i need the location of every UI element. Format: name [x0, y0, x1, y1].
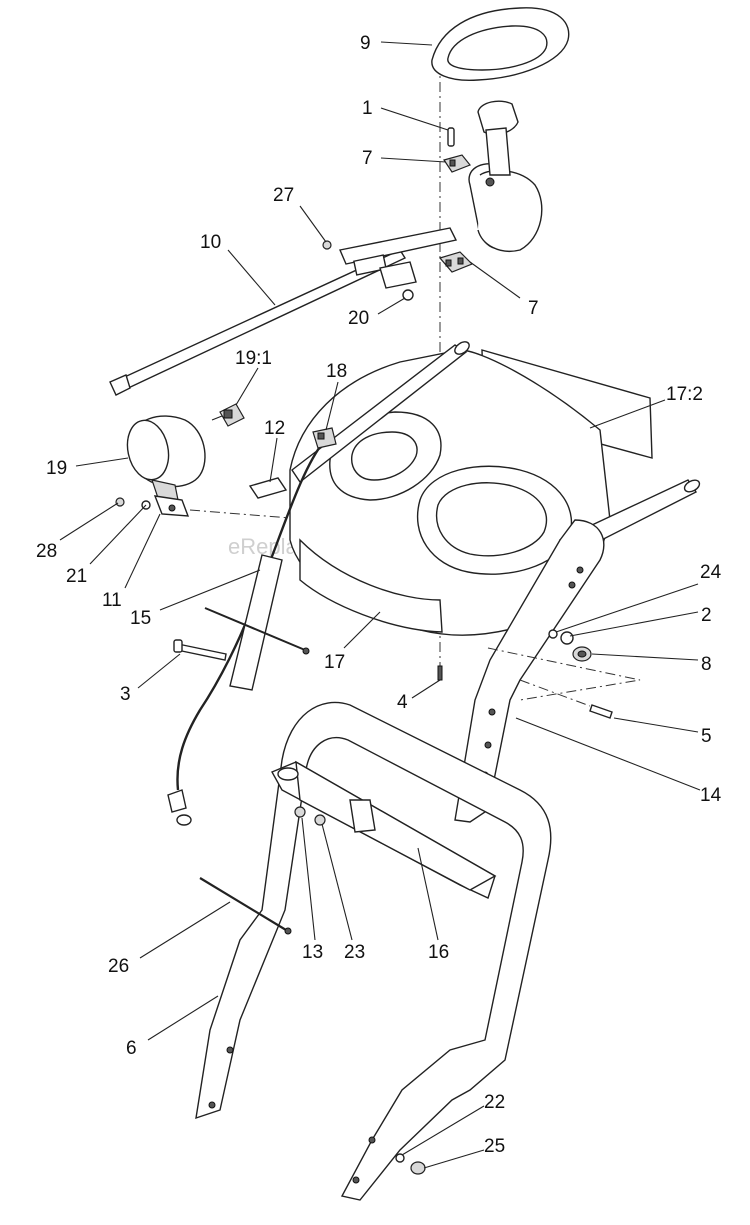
callout-27: 27 [273, 185, 294, 206]
callout-9: 9 [360, 33, 371, 54]
part-8-knob [572, 646, 592, 662]
callout-12: 12 [264, 418, 285, 439]
part-18-connector [312, 427, 337, 449]
callout-7-lower: 7 [528, 298, 539, 319]
part-14-right-upper-handle [454, 479, 701, 823]
callout-25: 25 [484, 1136, 505, 1157]
part-28-nut [115, 497, 125, 507]
part-27-nut [322, 240, 332, 250]
part-17-dash-panel [289, 341, 611, 636]
part-23-nut [314, 814, 326, 826]
callout-17: 17 [324, 652, 345, 673]
part-15-cable [167, 439, 326, 826]
part-19-1-bulb [211, 403, 245, 427]
part-9-bezel [431, 7, 570, 81]
right-mount-axis [487, 647, 641, 701]
part-7-lower-clip [438, 251, 474, 273]
part-1-pin [447, 127, 455, 147]
part-2-spacer [560, 631, 574, 645]
callout-19: 19 [46, 458, 67, 479]
part-13-bolt [294, 806, 306, 818]
part-22-washer [395, 1153, 405, 1163]
callout-1: 1 [362, 98, 373, 119]
leader-lines [59, 41, 701, 1169]
part-19-headlight [126, 415, 206, 501]
callout-13: 13 [302, 942, 323, 963]
part-7-upper-clip [443, 154, 471, 173]
light-mount-axis [189, 509, 291, 519]
callout-16: 16 [428, 942, 449, 963]
part-24-washer [548, 629, 558, 639]
callouts: 9 1 7 27 10 7 20 19:1 18 17:2 12 19 28 2… [36, 33, 722, 1157]
callout-4: 4 [397, 692, 408, 713]
part-long-rod [204, 607, 310, 655]
callout-6: 6 [126, 1038, 137, 1059]
callout-17-2: 17:2 [666, 384, 703, 405]
callout-5: 5 [701, 726, 712, 747]
callout-10: 10 [200, 232, 221, 253]
callout-11: 11 [102, 590, 122, 611]
part-25-knob [410, 1161, 426, 1175]
part-16-cross-brace [271, 760, 497, 899]
part-10-chute-rod [109, 227, 458, 396]
callout-3: 3 [120, 684, 131, 705]
callout-18: 18 [326, 361, 347, 382]
callout-7-upper: 7 [362, 148, 373, 169]
callout-24: 24 [700, 562, 722, 583]
callout-21: 21 [66, 566, 87, 587]
callout-26: 26 [108, 956, 129, 977]
part-6-lower-handle [195, 701, 552, 1201]
part-11-light-bracket [153, 495, 190, 517]
callout-8: 8 [701, 654, 712, 675]
part-12-bracket [248, 477, 288, 499]
callout-23: 23 [344, 942, 365, 963]
part-5-bolt [519, 679, 613, 719]
part-26-rod [199, 877, 292, 935]
callout-28: 28 [36, 541, 57, 562]
callout-19-1: 19:1 [235, 348, 272, 369]
part-4-post [437, 665, 443, 681]
callout-14: 14 [700, 785, 722, 806]
callout-15: 15 [130, 608, 151, 629]
part-chute-control [468, 100, 543, 252]
part-3-bolt [173, 639, 227, 661]
callout-2: 2 [701, 605, 712, 626]
callout-22: 22 [484, 1092, 505, 1113]
callout-20: 20 [348, 308, 369, 329]
